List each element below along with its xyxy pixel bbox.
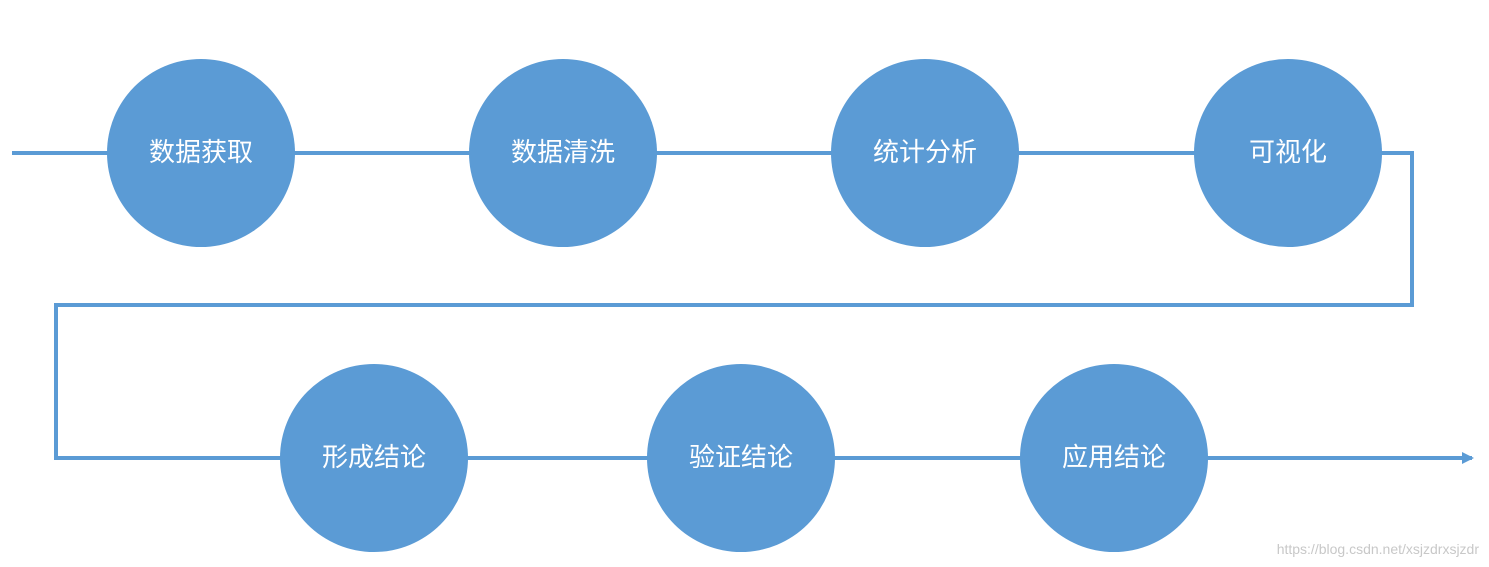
- step-label: 统计分析: [873, 138, 977, 168]
- watermark-text: https://blog.csdn.net/xsjzdrxsjzdr: [1276, 541, 1479, 557]
- step-label: 数据获取: [149, 138, 253, 168]
- step-label: 数据清洗: [511, 138, 615, 168]
- step-node-apply-conclusion: 应用结论: [1020, 364, 1208, 552]
- step-node-statistical-analysis: 统计分析: [831, 59, 1019, 247]
- step-label: 应用结论: [1062, 443, 1166, 473]
- step-node-form-conclusion: 形成结论: [280, 364, 468, 552]
- step-node-verify-conclusion: 验证结论: [647, 364, 835, 552]
- step-label: 验证结论: [689, 443, 793, 473]
- step-label: 形成结论: [322, 443, 426, 473]
- step-node-visualization: 可视化: [1194, 59, 1382, 247]
- step-node-data-acquisition: 数据获取: [107, 59, 295, 247]
- step-label: 可视化: [1249, 138, 1327, 168]
- step-node-data-cleaning: 数据清洗: [469, 59, 657, 247]
